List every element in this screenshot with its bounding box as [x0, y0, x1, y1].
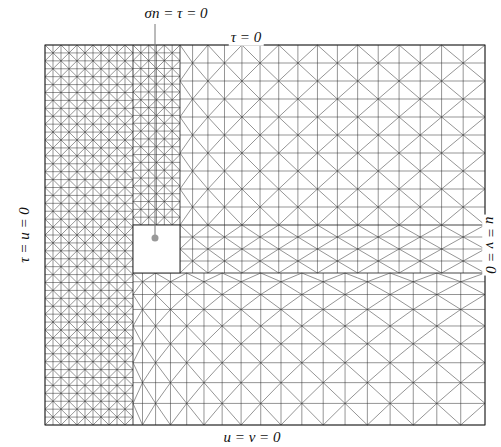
domain-border	[45, 45, 485, 425]
boundary-condition: u = v = 0	[483, 215, 500, 276]
hole	[133, 225, 180, 273]
boundary-condition: u = v = 0	[222, 429, 283, 446]
leader-line	[155, 24, 156, 238]
mesh-lines	[45, 45, 485, 425]
boundary-condition: σn = τ = 0	[142, 5, 209, 22]
point-marker	[152, 235, 159, 242]
boundary-condition: τ = u = 0	[16, 205, 33, 265]
boundary-condition: τ = 0	[229, 29, 264, 46]
